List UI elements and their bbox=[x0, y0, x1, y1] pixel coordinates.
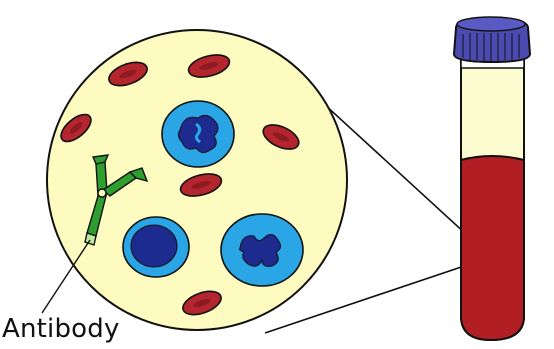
tube-blood bbox=[461, 156, 524, 340]
neutrophil-cell bbox=[162, 101, 234, 167]
lymphocyte-cell bbox=[123, 217, 189, 277]
lymphocyte-nucleus bbox=[131, 225, 177, 267]
blood-sample-tube-icon bbox=[454, 17, 530, 340]
neutrophil-cell bbox=[221, 214, 303, 286]
antibody-label: Antibody bbox=[2, 314, 120, 344]
